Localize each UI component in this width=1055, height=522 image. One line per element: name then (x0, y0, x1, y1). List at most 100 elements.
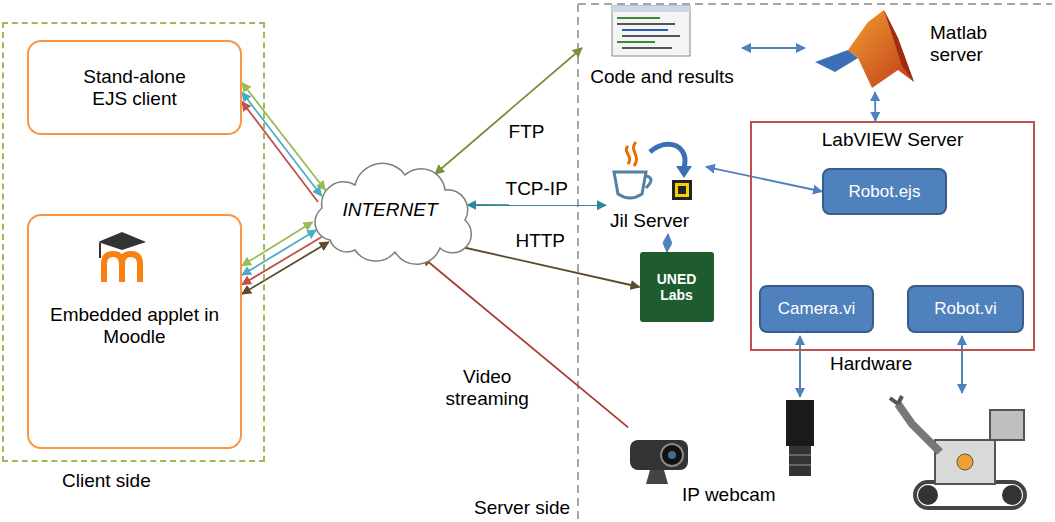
code-screenshot-icon-part (622, 29, 668, 31)
cloud-outline (315, 163, 471, 264)
robot-hardware-part (915, 482, 1025, 508)
camera-hardware (786, 400, 814, 476)
java-logo-part (626, 142, 636, 166)
connector-label: FTP (507, 121, 547, 143)
part-label: Hardware (830, 353, 912, 375)
labview-icon (672, 180, 692, 200)
webcam-node: IP webcam (620, 418, 782, 512)
connector-label: Video streaming (435, 366, 539, 410)
transfer-arrow-part (650, 144, 685, 168)
matlab-logo-part (884, 10, 914, 82)
labview-icon-part (672, 180, 692, 200)
node-label: LabVIEW Server (822, 129, 964, 151)
labview-icon-part (678, 186, 686, 194)
connector (242, 83, 325, 190)
code-screenshot-icon-part (622, 35, 680, 37)
connector (706, 167, 822, 192)
code-screenshot-icon-part (612, 6, 690, 56)
labview-server-box: LabVIEW ServerRobot.ejsCamera.vi Robot.vi (750, 121, 1035, 351)
connector (242, 230, 316, 275)
hardware-arrows (800, 336, 962, 397)
connector (422, 257, 628, 427)
java-logo (614, 142, 651, 198)
transfer-arrow (650, 144, 692, 178)
code-screenshot-icon-part (617, 23, 675, 25)
region-heading: Client side (62, 470, 151, 492)
internet-cloud: INTERNET (300, 160, 480, 260)
java-logo-part (614, 172, 646, 198)
process-box: Camera.vi (759, 285, 874, 333)
process-box: Robot.vi (907, 285, 1024, 333)
client-region: Client sideStand-alone EJS clientEmbedde… (2, 22, 265, 462)
connector (467, 204, 606, 206)
connector (242, 222, 313, 266)
moodle-icon-part (104, 254, 140, 282)
robot-hardware-part (957, 454, 973, 470)
node-label: Robot.ejs (849, 182, 921, 202)
hardware-arrows-part (799, 336, 801, 397)
node-label: Camera.vi (778, 299, 855, 319)
webcam-icon-part (668, 451, 676, 459)
code-screenshot-icon-part (622, 47, 672, 49)
camera-hardware-part (789, 446, 811, 476)
hardware-arrows-part (961, 336, 963, 393)
process-box: Robot.ejs (822, 168, 947, 215)
webcam-icon-part (661, 444, 683, 466)
code-screenshot-icon (612, 6, 690, 56)
code-screenshot-icon-part (612, 6, 690, 12)
robot-hardware-part (1002, 485, 1022, 505)
server-divider (578, 4, 1052, 522)
webcam-icon-part (646, 470, 668, 484)
connector (242, 242, 329, 294)
node-label: Code and results (590, 66, 734, 88)
camera-hardware-part (789, 454, 811, 456)
robot-hardware-part (898, 404, 940, 452)
code-node: Code and results (582, 4, 742, 92)
client-box: Stand-alone EJS client (27, 40, 242, 135)
transfer-arrow-part (676, 166, 692, 178)
robot-hardware-part (990, 410, 1024, 440)
webcam-icon (630, 440, 688, 484)
connector (242, 102, 318, 202)
moodle-icon-part (99, 243, 101, 258)
node-label: Matlab server (930, 22, 1030, 66)
node-label: Robot.vi (934, 299, 996, 319)
matlab-node: Matlab server (805, 4, 1045, 92)
client-box: Embedded applet in Moodle (27, 214, 242, 449)
connector (242, 237, 322, 285)
code-screenshot-icon-part (617, 17, 660, 19)
connector (667, 234, 668, 252)
java-logo-part (646, 176, 651, 188)
robot-hardware-part (918, 485, 938, 505)
jil-server-node: Jil Server (606, 138, 706, 234)
labview-icon-part (675, 183, 689, 197)
matlab-logo (815, 10, 914, 88)
server-divider-part (577, 4, 579, 522)
matlab-logo-part (848, 10, 914, 88)
node-label: Embedded applet in Moodle (50, 304, 220, 348)
node-label: Jil Server (610, 210, 689, 232)
connector-label: HTTP (513, 230, 567, 252)
webcam-icon-part (630, 440, 688, 470)
robot-hardware-part (890, 396, 902, 404)
region-label: Server side (474, 497, 570, 519)
moodle-icon-part (98, 232, 146, 250)
connector (435, 48, 582, 174)
moodle-icon (98, 232, 146, 282)
matlab-logo-part (815, 50, 858, 72)
robot-hardware-part (935, 440, 995, 484)
server-divider-part (578, 3, 1052, 5)
connector-label: TCP-IP (504, 178, 570, 200)
uned-labs-logo: UNED Labs (640, 252, 714, 322)
camera-hardware-part (786, 400, 814, 446)
connector (742, 47, 805, 49)
robot-hardware (890, 396, 1025, 508)
connector (874, 92, 876, 121)
node-label: IP webcam (682, 484, 776, 506)
camera-hardware-part (789, 464, 811, 466)
node-label: Stand-alone EJS client (70, 66, 200, 110)
connector (242, 92, 322, 196)
code-screenshot-icon-part (617, 41, 655, 43)
node-label: INTERNET (343, 199, 438, 221)
node-label: UNED Labs (647, 271, 707, 303)
